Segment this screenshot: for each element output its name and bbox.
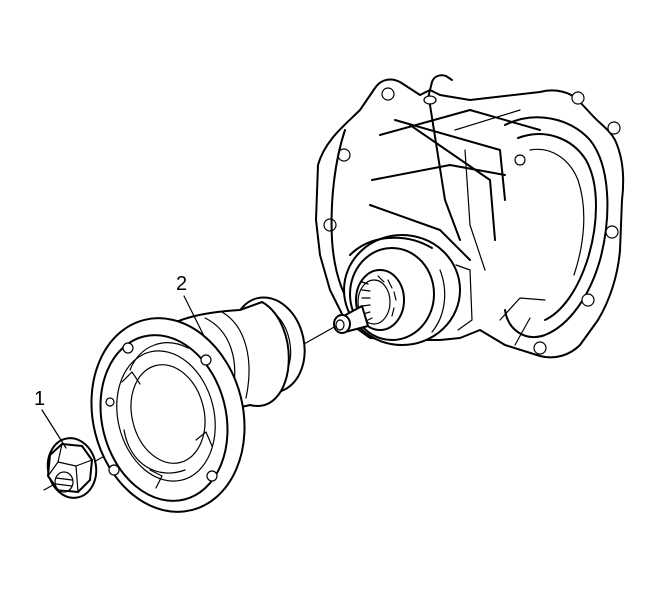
extension-housing xyxy=(90,296,306,513)
callout-1-label: 1 xyxy=(34,388,45,410)
flange-nut xyxy=(46,437,98,499)
callout-2-leader xyxy=(183,295,205,337)
callout-1-leader xyxy=(41,409,67,449)
callout-2-label: 2 xyxy=(176,273,187,295)
transfer-case-housing xyxy=(315,74,625,359)
